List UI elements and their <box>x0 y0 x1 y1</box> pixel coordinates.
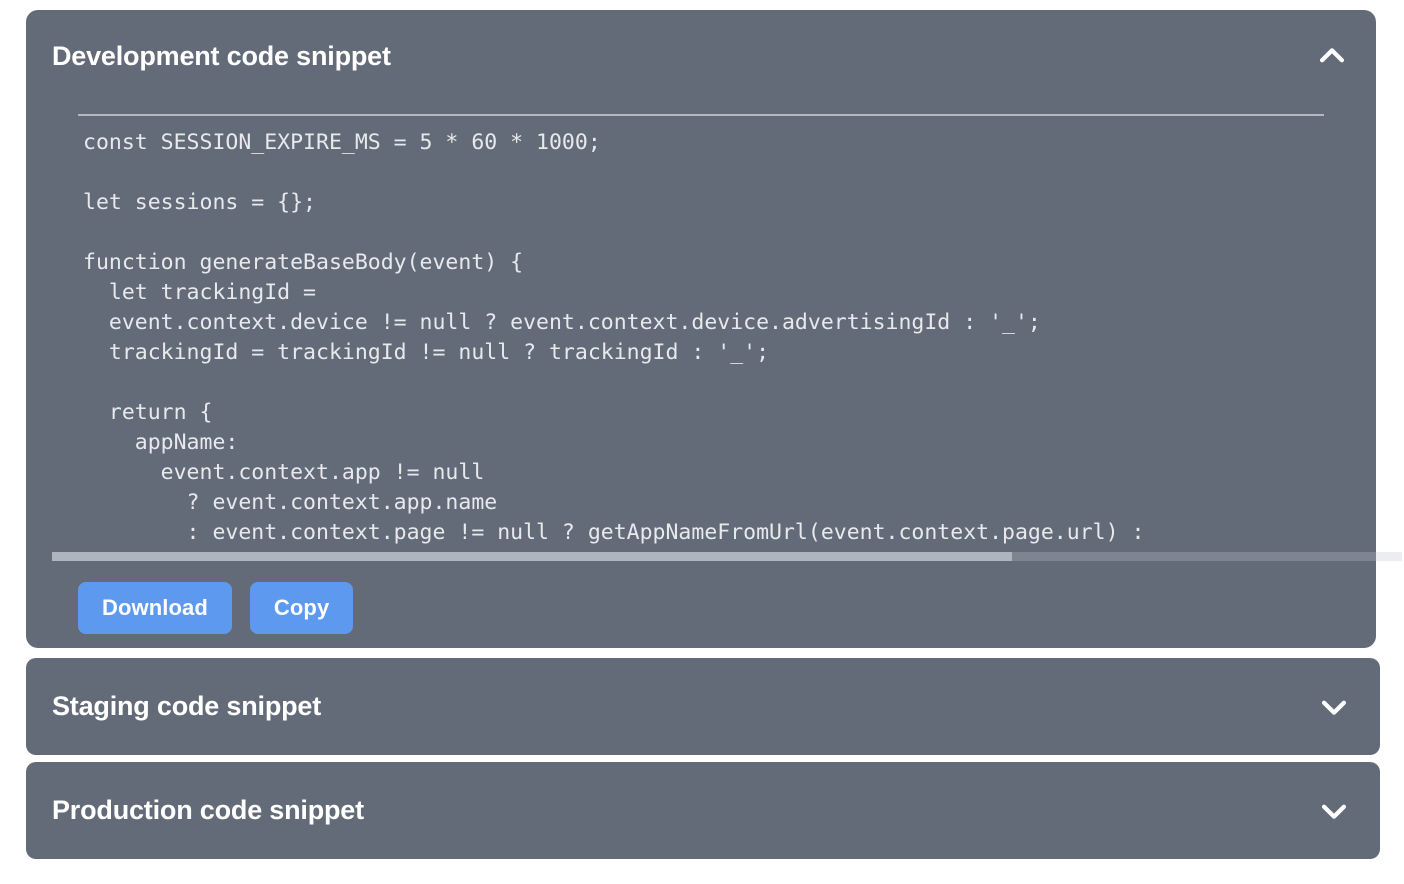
accordion-panel-staging[interactable]: Staging code snippet <box>26 658 1380 755</box>
accordion-header-development[interactable]: Development code snippet <box>26 10 1376 102</box>
page-title: Development code snippet <box>52 40 391 71</box>
accordion-panel-production[interactable]: Production code snippet <box>26 762 1380 859</box>
code-scroll-area[interactable]: const SESSION_EXPIRE_MS = 5 * 60 * 1000;… <box>26 128 1376 561</box>
chevron-down-icon[interactable] <box>1314 791 1354 831</box>
code-actions: Download Copy <box>78 582 354 634</box>
code-horizontal-scrollbar[interactable] <box>52 552 1402 561</box>
scrollbar-thumb[interactable] <box>52 552 1012 561</box>
chevron-up-icon[interactable] <box>1312 36 1352 76</box>
header-divider <box>78 114 1324 116</box>
code-viewport: const SESSION_EXPIRE_MS = 5 * 60 * 1000;… <box>26 128 1376 561</box>
accordion-header-production[interactable]: Production code snippet <box>26 762 1380 859</box>
panel-title-staging: Staging code snippet <box>52 691 322 721</box>
download-button[interactable]: Download <box>78 582 232 634</box>
accordion-panel-development: Development code snippet const SESSION_E… <box>26 10 1402 648</box>
chevron-down-icon[interactable] <box>1314 687 1354 727</box>
panel-title-production: Production code snippet <box>52 795 364 825</box>
accordion-header-staging[interactable]: Staging code snippet <box>26 658 1380 755</box>
copy-button[interactable]: Copy <box>249 582 354 634</box>
code-block-development: const SESSION_EXPIRE_MS = 5 * 60 * 1000;… <box>83 130 1145 545</box>
